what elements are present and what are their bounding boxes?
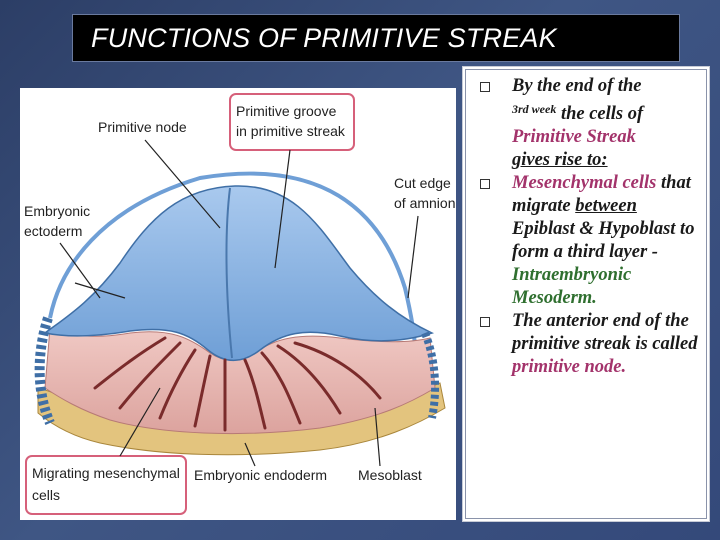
label-primitive-groove-1: Primitive groove bbox=[236, 103, 337, 119]
right-cell-wall bbox=[421, 331, 440, 419]
bullet-2-text: that migrate bbox=[512, 173, 691, 216]
label-cut-edge-1: Cut edge bbox=[394, 175, 451, 191]
migrating-strands bbox=[93, 336, 382, 432]
migrating-cells-box bbox=[25, 455, 187, 515]
bullet-1: By the end of the 3rd week the cells of … bbox=[463, 75, 709, 172]
primitive-groove-box bbox=[229, 93, 355, 151]
bullet-2: Mesenchymal cells that migrate between E… bbox=[463, 172, 709, 310]
bullet-3-text: The anterior end of the primitive streak… bbox=[512, 311, 698, 354]
embryonic-ectoderm bbox=[43, 185, 435, 362]
bullet-2-mesoderm: Intraembryonic Mesoderm. bbox=[512, 265, 632, 308]
label-primitive-node: Primitive node bbox=[98, 119, 187, 135]
left-cell-wall bbox=[34, 316, 55, 425]
bullet-square-icon bbox=[480, 82, 490, 92]
slide-title: FUNCTIONS OF PRIMITIVE STREAK bbox=[91, 22, 557, 53]
label-cut-edge-2: of amnion bbox=[394, 195, 455, 211]
bullet-1-text-2: the cells of bbox=[556, 104, 644, 124]
diagram-panel: Primitive groove in primitive streak Pri… bbox=[20, 88, 456, 520]
primitive-streak-diagram: Primitive groove in primitive streak Pri… bbox=[24, 93, 455, 515]
text-panel: By the end of the 3rd week the cells of … bbox=[462, 66, 710, 522]
bullet-3-highlight: primitive node. bbox=[512, 357, 627, 377]
title-bar: FUNCTIONS OF PRIMITIVE STREAK bbox=[72, 14, 680, 62]
label-mesoblast: Mesoblast bbox=[358, 467, 422, 483]
bullet-1-text: By the end of the bbox=[512, 76, 642, 96]
bullet-1-highlight: Primitive Streak bbox=[512, 127, 636, 147]
bullet-3: The anterior end of the primitive streak… bbox=[463, 310, 709, 379]
bullet-square-icon bbox=[480, 179, 490, 189]
bullet-2-highlight: Mesenchymal cells bbox=[512, 173, 657, 193]
label-migrating-2: cells bbox=[32, 487, 60, 503]
bullet-2-between: between bbox=[575, 196, 637, 216]
label-embryonic-ectoderm-1: Embryonic bbox=[24, 203, 90, 219]
label-embryonic-endoderm: Embryonic endoderm bbox=[194, 467, 327, 483]
primitive-groove-line bbox=[225, 187, 233, 359]
bullet-square-icon bbox=[480, 317, 490, 327]
bullet-2-text-2: Epiblast & Hypoblast to form a third lay… bbox=[512, 219, 695, 262]
bullet-1-gives-rise: gives rise to: bbox=[512, 150, 608, 170]
bullet-1-week: 3rd week bbox=[512, 102, 557, 116]
label-embryonic-ectoderm-2: ectoderm bbox=[24, 223, 82, 239]
label-primitive-groove-2: in primitive streak bbox=[236, 123, 346, 139]
label-migrating-1: Migrating mesenchymal bbox=[32, 465, 180, 481]
amnion-cut-edge bbox=[48, 171, 417, 351]
